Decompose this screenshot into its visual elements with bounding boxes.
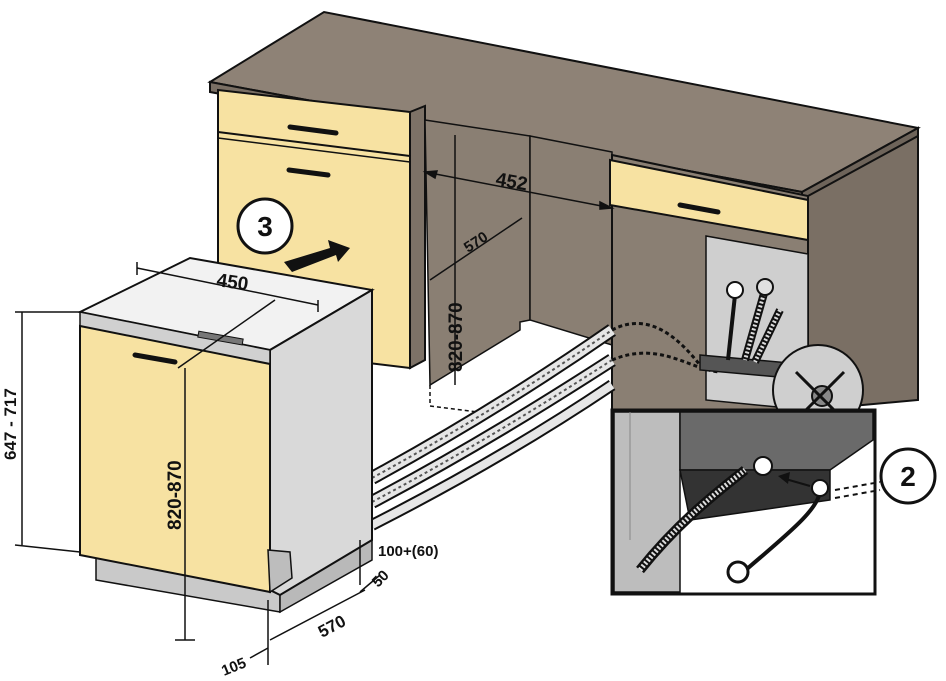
dim-appliance-width: 450 bbox=[215, 270, 249, 295]
dimension-lines bbox=[14, 135, 615, 665]
drain-hose-icon bbox=[741, 278, 784, 364]
step-marker-2: 2 bbox=[879, 447, 937, 505]
dim-appliance-total-height: 820-870 bbox=[165, 460, 186, 530]
dim-appliance-depth: 570 bbox=[315, 611, 349, 641]
step-number: 2 bbox=[900, 461, 916, 492]
connection-detail-inset bbox=[610, 408, 881, 596]
step-number: 3 bbox=[257, 211, 273, 242]
drawer-handle bbox=[677, 202, 721, 215]
drawer-handle bbox=[287, 124, 339, 136]
push-arrow-icon bbox=[284, 240, 350, 272]
step-marker-3: 3 bbox=[236, 197, 294, 255]
door-handle bbox=[132, 352, 178, 365]
dim-cabinet-height: 820-870 bbox=[446, 302, 467, 372]
dishwasher bbox=[76, 256, 375, 614]
drawer-handle bbox=[286, 167, 331, 178]
dim-plinth-height: 100+(60) bbox=[378, 543, 438, 560]
water-hose-icon bbox=[726, 281, 744, 361]
hoses bbox=[368, 322, 721, 531]
dim-appliance-body-height: 647 - 717 bbox=[1, 388, 20, 460]
sink-fittings bbox=[699, 278, 791, 379]
recess-back-panels bbox=[424, 119, 613, 413]
dim-plinth-offset: 50 bbox=[369, 567, 393, 591]
dim-appliance-front-offset: 105 bbox=[219, 655, 249, 680]
